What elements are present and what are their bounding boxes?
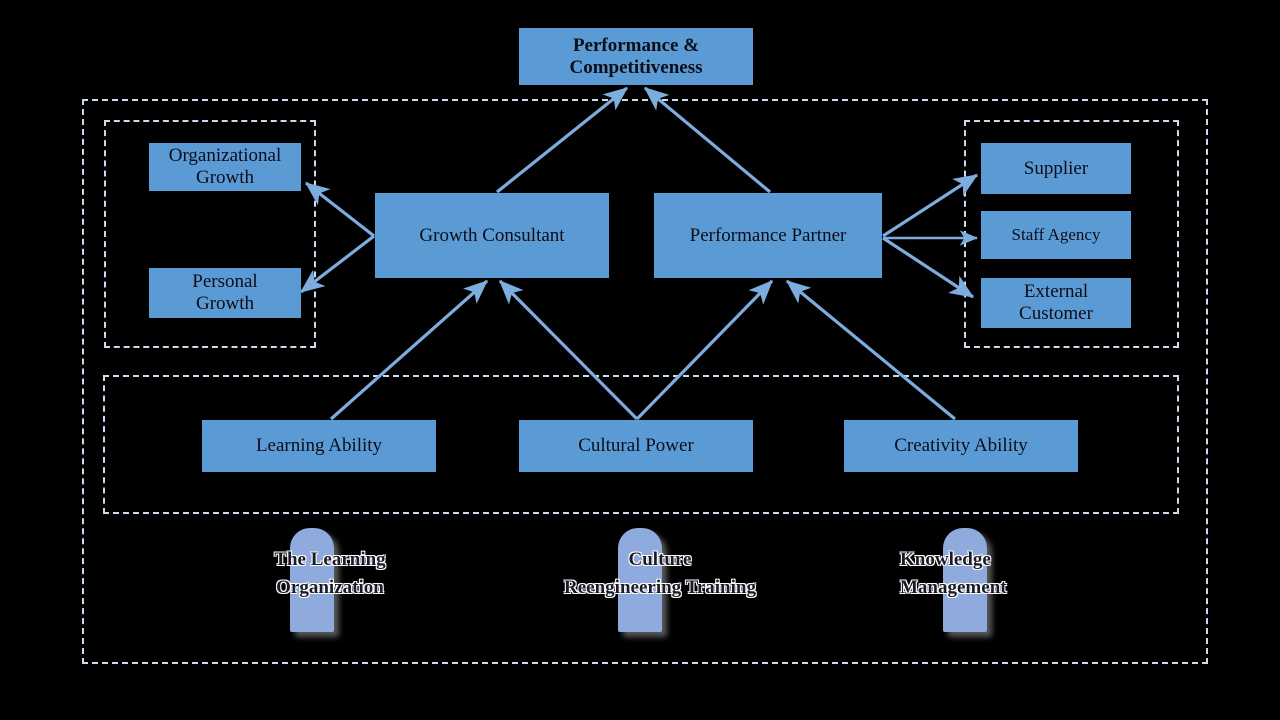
banner-label: The Learning Organization bbox=[274, 548, 386, 598]
node-label: External Customer bbox=[1019, 281, 1093, 324]
banner-scroll-icon bbox=[290, 528, 334, 632]
node-label: Supplier bbox=[1023, 157, 1089, 179]
node-label: Creativity Ability bbox=[894, 435, 1028, 457]
node-external-customer[interactable]: External Customer bbox=[981, 278, 1131, 328]
node-performance-competitiveness[interactable]: Performance & Competitiveness bbox=[519, 28, 753, 85]
node-supplier[interactable]: Supplier bbox=[981, 143, 1131, 194]
node-cultural-power[interactable]: Cultural Power bbox=[519, 420, 753, 472]
node-label: Staff Agency bbox=[1011, 225, 1101, 245]
node-personal-growth[interactable]: Personal Growth bbox=[149, 268, 301, 318]
node-label: Performance Partner bbox=[689, 224, 847, 246]
node-organizational-growth[interactable]: Organizational Growth bbox=[149, 143, 301, 191]
node-performance-partner[interactable]: Performance Partner bbox=[654, 193, 882, 278]
node-creativity-ability[interactable]: Creativity Ability bbox=[844, 420, 1078, 472]
node-label: Cultural Power bbox=[578, 435, 694, 457]
banner-label: Knowledge Management bbox=[899, 548, 1007, 598]
node-label: Personal Growth bbox=[192, 271, 258, 314]
banner-the-learning-organization[interactable]: The Learning Organization bbox=[195, 518, 495, 632]
node-label: Growth Consultant bbox=[419, 224, 565, 246]
node-staff-agency[interactable]: Staff Agency bbox=[981, 211, 1131, 259]
node-label: Learning Ability bbox=[255, 435, 383, 457]
banner-culture-reengineering-training[interactable]: Culture Reengineering Training bbox=[500, 518, 800, 632]
node-label: Performance & Competitiveness bbox=[569, 34, 703, 78]
banner-label: Culture Reengineering Training bbox=[563, 548, 756, 598]
node-growth-consultant[interactable]: Growth Consultant bbox=[375, 193, 609, 278]
node-label: Organizational Growth bbox=[168, 145, 282, 188]
banner-knowledge-management[interactable]: Knowledge Management bbox=[855, 518, 1155, 632]
node-learning-ability[interactable]: Learning Ability bbox=[202, 420, 436, 472]
banner-scroll-icon bbox=[618, 528, 662, 632]
banner-scroll-icon bbox=[943, 528, 987, 632]
